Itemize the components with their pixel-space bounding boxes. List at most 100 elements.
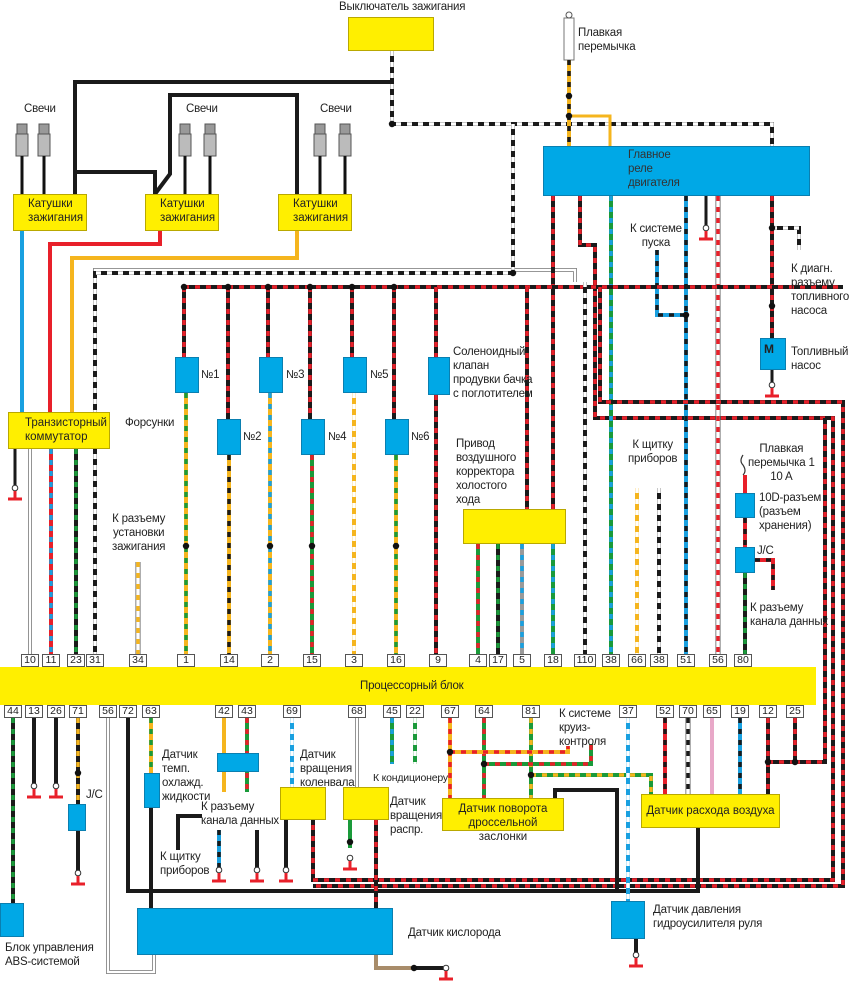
- label-line: охлажд.: [162, 777, 204, 789]
- relay-label-line: Главное: [628, 149, 671, 161]
- label-line: приборов: [628, 453, 678, 465]
- label-line: К диагн.: [791, 263, 833, 275]
- ecu-pin-bottom: 69: [283, 705, 301, 718]
- spark-plug-icon: [339, 123, 351, 135]
- label-line: насоса: [791, 305, 827, 317]
- label-line: хранения): [759, 520, 812, 532]
- label-line: гидроусилителя руля: [653, 918, 763, 930]
- ignition-feed-wire: [390, 51, 774, 146]
- junction-dot: [565, 112, 573, 120]
- relay-coil-feed: [569, 114, 612, 146]
- coil3-output-wire: [70, 231, 299, 412]
- fuel-pump-label: Топливный насос: [791, 345, 848, 373]
- label-line: установки: [112, 527, 165, 539]
- to-dashboard-top-label: К щитку приборов: [628, 438, 678, 466]
- fuse-1-label: Плавкая перемычка 1 10 A: [748, 442, 815, 484]
- o2-sensor-label: Датчик кислорода: [408, 927, 501, 939]
- label-line: Блок управления: [5, 942, 94, 954]
- ecu-pin-bottom: 44: [4, 705, 22, 718]
- o2-signal-wire: [374, 955, 414, 970]
- spark-plug-icon: [203, 133, 217, 157]
- ecu-pin-bottom: 68: [348, 705, 366, 718]
- injectors-label: Форсунки: [125, 417, 175, 429]
- dist-sensor: [343, 787, 389, 820]
- ecu-pin-bottom: 45: [383, 705, 401, 718]
- ecu-pin-bottom: 43: [238, 705, 256, 718]
- spark-plugs-label-3: Свечи: [320, 103, 352, 115]
- wire-pin56b: [106, 718, 156, 974]
- ecu-pin-top: 3: [345, 654, 363, 667]
- fuel-diag-wire: [772, 226, 801, 250]
- spark-plug-icon: [178, 133, 192, 157]
- sensor-ground-bus: [126, 718, 700, 893]
- ecu-pin-top: 56: [709, 654, 727, 667]
- jc-right: [735, 547, 755, 573]
- jc-left: [68, 804, 86, 831]
- label-line: распр.: [390, 824, 424, 836]
- ecu-pin-top: 4: [469, 654, 487, 667]
- label-line: разъему: [791, 277, 835, 289]
- junction-dot: [527, 771, 535, 779]
- fusible-link-icon: [563, 17, 575, 61]
- injector-4: [301, 419, 325, 455]
- relay-label-line: реле: [628, 163, 653, 175]
- coil-power-wire: [153, 93, 299, 196]
- ecu-pin-bottom: 81: [522, 705, 540, 718]
- injector-label-3: №3: [286, 369, 305, 381]
- label-line: К щитку: [632, 439, 673, 451]
- ecu-pin-top: 5: [513, 654, 531, 667]
- ecu-label: Процессорный блок: [360, 680, 464, 692]
- label-line: с поглотителем: [453, 388, 533, 400]
- ecu-pin-bottom: 37: [619, 705, 637, 718]
- junction-dot: [565, 92, 573, 100]
- junction-dot: [764, 758, 772, 766]
- fusible-link-line: Плавкая: [578, 27, 622, 39]
- o2-sensor: [137, 908, 393, 955]
- label-line: дроссельной заслонки: [468, 817, 538, 843]
- injector-3: [259, 357, 283, 393]
- ecu-pin-top: 80: [734, 654, 752, 667]
- ps-pressure-sensor: [611, 901, 645, 939]
- ecu-pin-top: 38: [650, 654, 668, 667]
- coil2-output-wire: [48, 231, 162, 412]
- ecu-pin-top: 18: [544, 654, 562, 667]
- ground-terminal: [632, 951, 640, 959]
- fuel-pump: [760, 338, 786, 370]
- crank-sensor: [280, 787, 326, 820]
- injector-label-4: №4: [328, 431, 347, 443]
- ecu-pin-bottom: 26: [47, 705, 65, 718]
- ecu-pin-top: 2: [261, 654, 279, 667]
- label-line: коленвала: [300, 777, 355, 789]
- junction-dot: [509, 269, 517, 277]
- injector-1: [175, 357, 199, 393]
- label-line: жидкости: [162, 791, 211, 803]
- ecu-pin-bottom: 19: [731, 705, 749, 718]
- label-line: насос: [791, 360, 821, 372]
- label-line: Датчик: [390, 796, 426, 808]
- ecu-pin-top: 51: [677, 654, 695, 667]
- label-line: К разъему: [750, 602, 804, 614]
- to-data-link-left-label: К разъему канала данных: [201, 800, 279, 828]
- coolant-sensor-label: Датчик темп. охлажд. жидкости: [162, 748, 210, 804]
- data-link-wire: [755, 558, 775, 590]
- data-link-wire: [755, 558, 775, 590]
- ecu-pin-top: 10: [21, 654, 39, 667]
- label-line: Датчик: [300, 749, 336, 761]
- coil-label: Катушки: [293, 198, 338, 210]
- connector-42-43: [217, 753, 259, 772]
- transistor-switch: Транзисторный коммутатор: [8, 412, 110, 449]
- ground-terminal: [74, 869, 82, 877]
- junction-dot: [390, 283, 398, 291]
- starter-wire: [655, 250, 686, 317]
- tps-ground-wire: [553, 788, 619, 891]
- label-line: канала данных: [750, 616, 828, 628]
- coil-power-wire: [73, 80, 392, 194]
- label-line: К системе: [630, 223, 682, 235]
- junction-dot: [682, 311, 690, 319]
- ps-pressure-label: Датчик давления гидроусилителя руля: [653, 903, 762, 931]
- spark-plug-icon: [313, 133, 327, 157]
- crank-sensor-label: Датчик вращения коленвала: [300, 748, 355, 790]
- spark-plug-icon: [179, 123, 191, 135]
- maf-label: Датчик расхода воздуха: [646, 805, 775, 817]
- spark-plug-icon: [16, 123, 28, 135]
